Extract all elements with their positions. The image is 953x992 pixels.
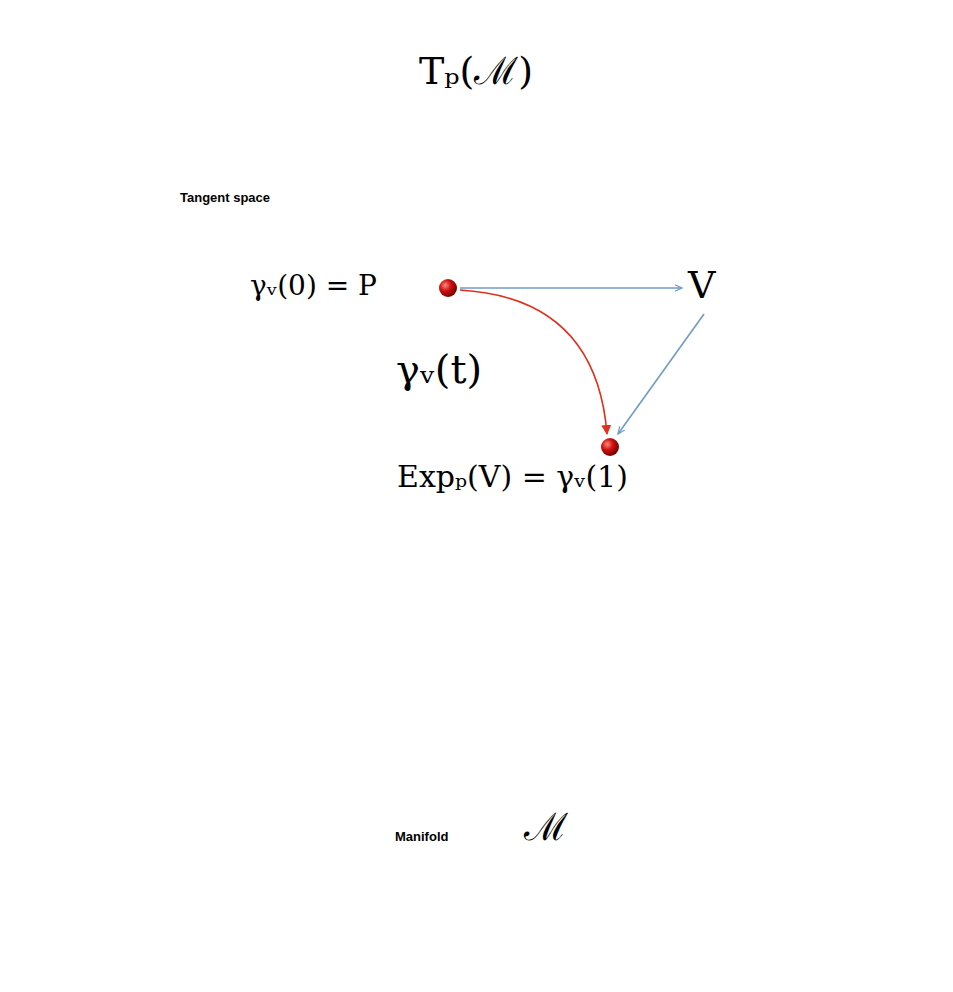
text-holder: Tangent space bbox=[180, 188, 270, 206]
sphere-equator bbox=[72, 550, 934, 690]
label-holder: Expₚ(V) = γᵥ(1) bbox=[393, 460, 632, 495]
manifold-symbol: ℳ bbox=[520, 806, 572, 850]
exp-map-label: Expₚ(V) = γᵥ(1) bbox=[393, 460, 632, 495]
manifold-sphere-shape bbox=[70, 250, 936, 990]
vector-v-label: V bbox=[684, 264, 719, 308]
label-holder: γᵥ(t) bbox=[392, 346, 486, 392]
manifold-sphere: Manifold ℳ bbox=[70, 250, 936, 990]
text-holder: Manifold bbox=[395, 827, 448, 845]
tangent-space-symbol: Tₚ(ℳ) bbox=[415, 50, 537, 94]
point-p-dot bbox=[439, 279, 457, 297]
geodesic-label: γᵥ(t) bbox=[392, 346, 486, 392]
text-holder: Tₚ(ℳ) bbox=[415, 50, 537, 94]
point-p-label: γᵥ(0) = P bbox=[246, 270, 381, 302]
exp-point-dot bbox=[601, 438, 619, 456]
manifold-label: Manifold bbox=[395, 829, 448, 845]
sphere-outline bbox=[72, 252, 934, 988]
text-holder: ℳ bbox=[520, 806, 572, 850]
label-holder: V bbox=[684, 264, 719, 308]
plane-fill bbox=[14, 16, 945, 453]
label-holder: γᵥ(0) = P bbox=[246, 270, 381, 302]
projection-arrow bbox=[618, 314, 704, 434]
plane-dashed-border bbox=[14, 16, 945, 453]
tangent-space-label: Tangent space bbox=[180, 190, 270, 206]
tangent-vector-arrow bbox=[460, 287, 682, 289]
